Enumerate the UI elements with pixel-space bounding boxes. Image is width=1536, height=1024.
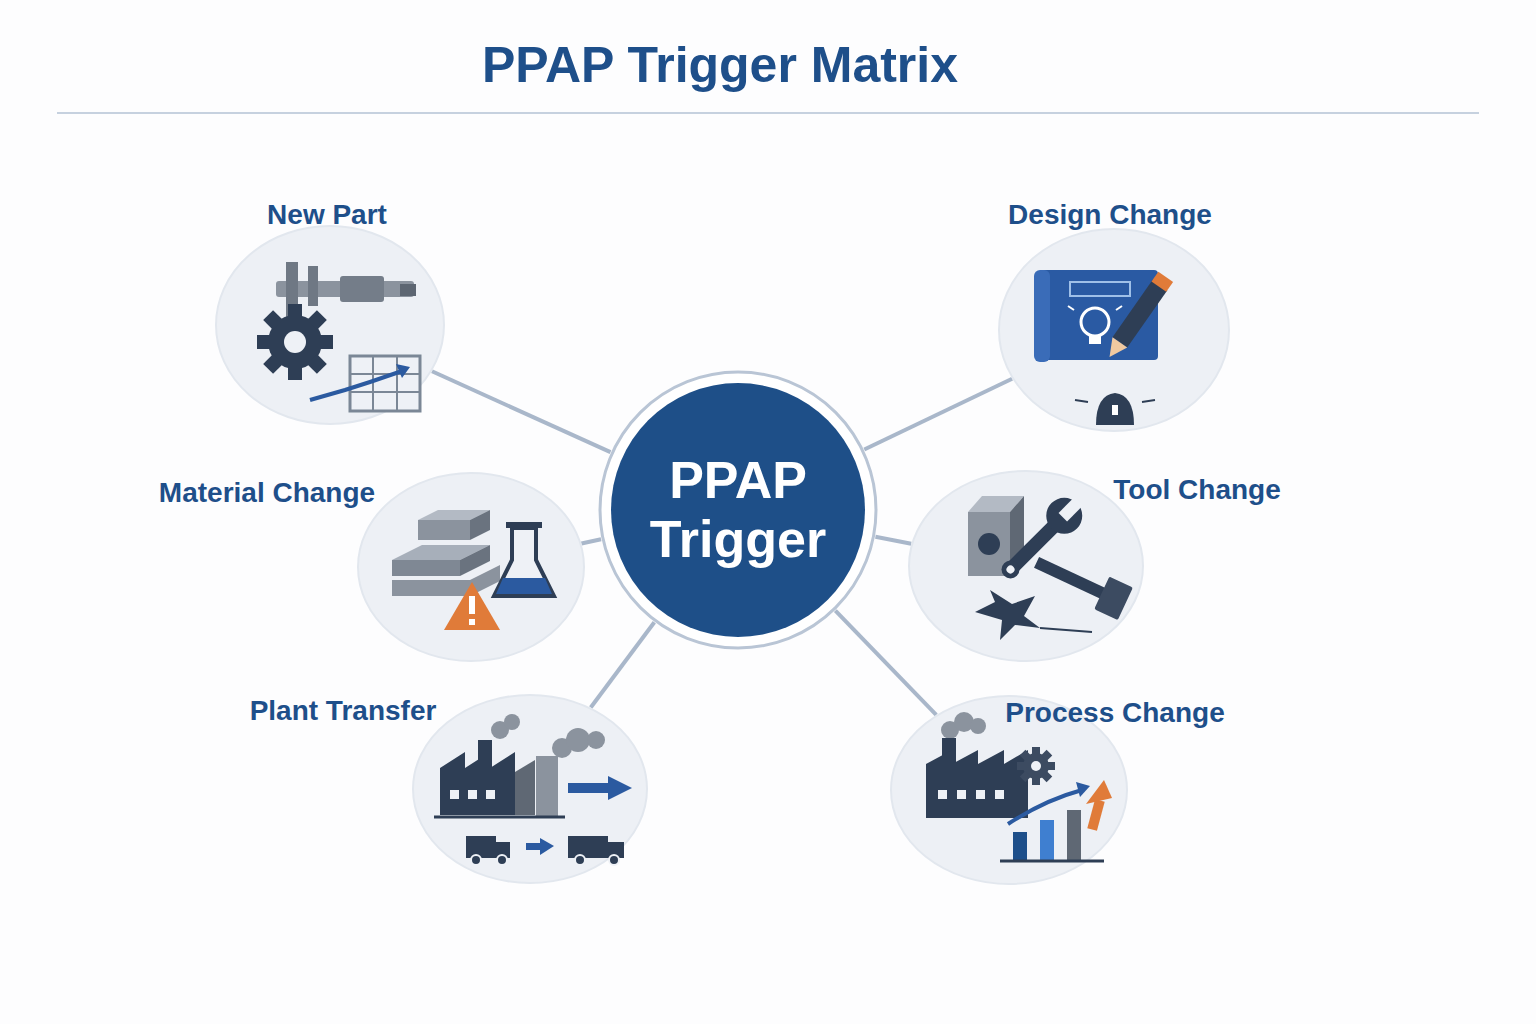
connector-line: [875, 537, 911, 544]
trigger-heading: Process Change: [1005, 697, 1224, 729]
ellipse-shape: [908, 470, 1144, 662]
trigger-heading: Design Change: [1008, 199, 1212, 231]
hub-ring: [600, 372, 876, 648]
connector-line: [835, 611, 936, 715]
ellipse-shape: [998, 228, 1230, 432]
ellipse-fill: [413, 695, 647, 883]
trigger-circle: Design Change: [998, 228, 1230, 432]
connector-line: [864, 379, 1012, 450]
ellipse-fill: [358, 473, 584, 661]
ellipse-fill: [909, 471, 1143, 661]
hub-label: PPAP Trigger: [643, 451, 833, 570]
ellipse-fill: [999, 229, 1229, 431]
connector-line: [581, 539, 601, 543]
hub-circle: PPAP Trigger: [598, 370, 878, 650]
ellipse-fill: [216, 226, 444, 424]
new-part-icon: [257, 262, 420, 411]
ellipse-shape: [215, 225, 445, 425]
material-change-icon: [392, 510, 554, 630]
process-change-icon: [926, 712, 1112, 861]
connector-line: [432, 371, 611, 452]
trigger-circle: Process Change: [890, 695, 1128, 885]
ellipse-shape: [412, 694, 648, 884]
ellipse-shape: [357, 472, 585, 662]
diagram-title: PPAP Trigger Matrix: [0, 36, 1440, 94]
trigger-circle: New Part: [215, 225, 445, 425]
tool-change-icon: [968, 489, 1133, 640]
trigger-circle: Material Change: [357, 472, 585, 662]
title-rule: [57, 112, 1479, 114]
trigger-circle: Plant Transfer: [412, 694, 648, 884]
design-change-icon: [1034, 270, 1173, 425]
trigger-heading: Material Change: [159, 477, 375, 509]
connector-line: [591, 622, 655, 707]
trigger-circle: Tool Change: [908, 470, 1144, 662]
plant-transfer-icon: [434, 714, 632, 865]
trigger-heading: New Part: [267, 199, 387, 231]
trigger-heading: Tool Change: [1113, 474, 1280, 506]
trigger-heading: Plant Transfer: [250, 695, 437, 727]
hub-fill: [611, 383, 865, 637]
